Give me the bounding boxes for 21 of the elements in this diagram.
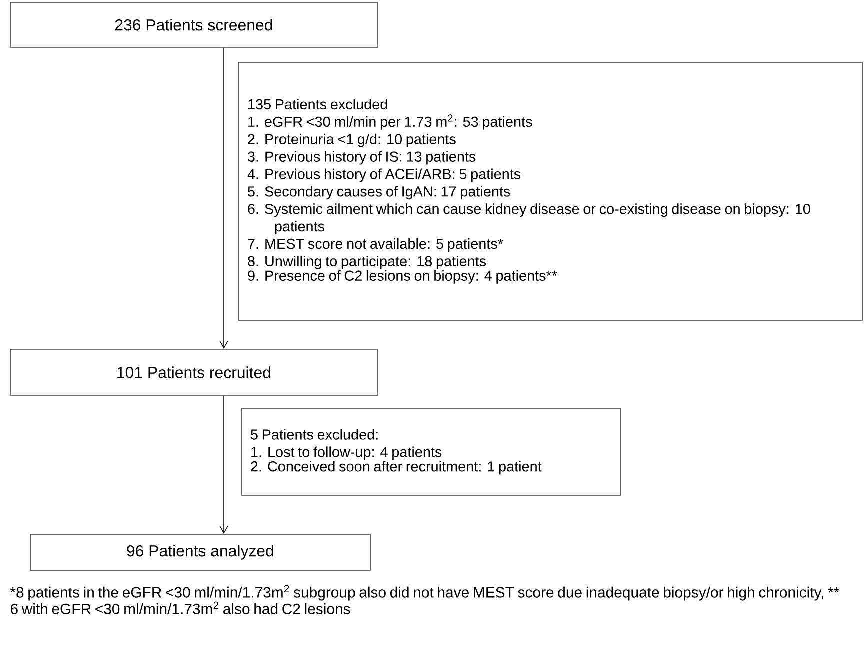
footnote: *8 patients in the eGFR <30 ml/min/1.73m$^{2}$ subgroup also did not have MEST score due inadequate biopsy/or high chronicity, ** 6 with eGFR <30 ml/min/1.73m$^{2}$ also had C2 lesions xyxy=(10,585,840,614)
list-item: 6. Systemic ailment which can cause kidney disease or co-existing disease on biopsy: 10 patients xyxy=(248,204,810,235)
list-item: 3. Previous history of IS: 13 patients xyxy=(248,151,476,165)
list-item: 1. Lost to follow-up: 4 patients xyxy=(252,446,442,460)
process-box: 236 Patients screened xyxy=(10,2,378,48)
list-item: 7. MEST score not available: 5 patients* xyxy=(248,238,504,252)
process-box: 96 Patients analyzed xyxy=(30,534,371,571)
list-item: 4. Previous history of ACEi/ARB: 5 patients xyxy=(248,168,521,182)
process-box: 101 Patients recruited xyxy=(10,349,378,396)
list-item: 9. Presence of C2 lesions on biopsy: 4 patients** xyxy=(248,270,558,284)
arrow xyxy=(220,48,228,349)
arrow xyxy=(220,396,228,534)
list-item: 2. Conceived soon after recruitment: 1 patient xyxy=(251,461,542,475)
list-item: 2. Proteinuria <1 g/d: 10 patients xyxy=(248,134,456,148)
list-item: 5. Secondary causes of IgAN: 17 patients xyxy=(248,186,510,200)
list-item: 1. eGFR <30 ml/min per 1.73 m$^{2}$: 53 patients xyxy=(248,114,532,130)
exclusion-box xyxy=(241,408,621,496)
list-heading: 135 Patients excluded xyxy=(248,99,388,110)
exclusion-box xyxy=(238,62,863,321)
list-item: 8. Unwilling to participate: 18 patients xyxy=(248,256,486,270)
list-heading: 5 Patients excluded: xyxy=(251,429,378,440)
